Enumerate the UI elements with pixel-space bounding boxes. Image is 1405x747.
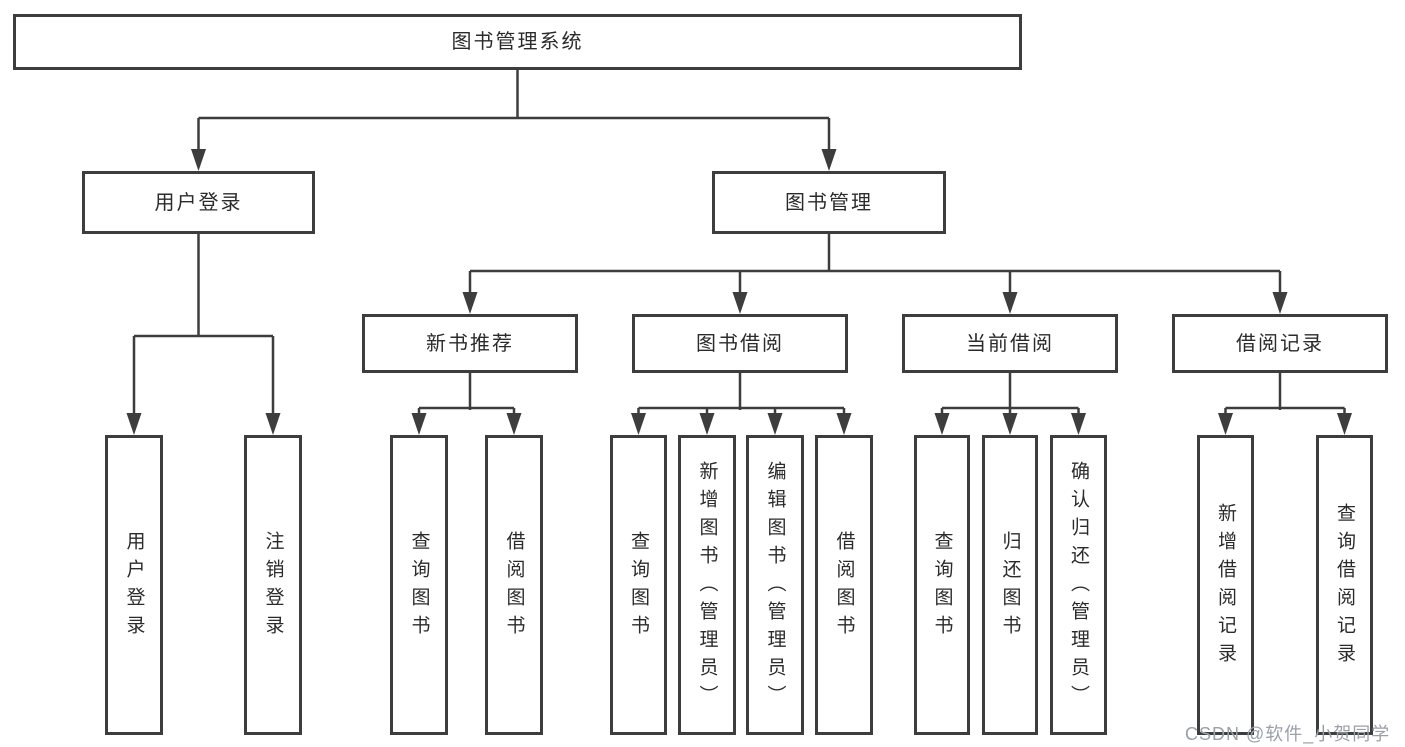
- leaf-confirm-return-admin: 确认归还（管理员）: [1050, 435, 1107, 735]
- watermark-csdn: CSDN @软件_小贺同学: [1185, 724, 1391, 744]
- node-label: 用户登录: [154, 191, 243, 214]
- node-label: 用户登录: [123, 531, 145, 643]
- node-label: 图书借阅: [696, 332, 784, 355]
- node-label: 新增图书（管理员）: [696, 461, 718, 713]
- node-label: 图书管理系统: [451, 31, 584, 53]
- leaf-borrow-books: 借阅图书: [815, 435, 873, 735]
- node-label: 查询图书: [931, 531, 953, 643]
- node-label: 新书推荐: [426, 332, 514, 355]
- node-label: 查询图书: [628, 531, 649, 643]
- node-label: 当前借阅: [966, 332, 1054, 355]
- node-label: 借阅记录: [1236, 332, 1324, 355]
- leaf-user-login: 用户登录: [105, 435, 163, 735]
- leaf-edit-books-admin: 编辑图书（管理员）: [746, 435, 804, 735]
- node-label: 查询借阅记录: [1334, 503, 1355, 671]
- leaf-logout-login: 注销登录: [244, 435, 302, 735]
- node-user-login: 用户登录: [82, 171, 315, 234]
- node-label: 图书管理: [785, 191, 873, 214]
- node-book-management: 图书管理: [712, 171, 946, 234]
- leaf-query-books-borrowing: 查询图书: [610, 435, 667, 735]
- leaf-add-books-admin: 新增图书（管理员）: [678, 435, 736, 735]
- leaf-return-books: 归还图书: [982, 435, 1038, 735]
- node-book-borrowing: 图书借阅: [632, 314, 848, 373]
- node-label: 借阅图书: [503, 531, 525, 643]
- leaf-borrow-books-recommend: 借阅图书: [485, 435, 543, 735]
- node-label: 归还图书: [999, 531, 1021, 643]
- node-label: 编辑图书（管理员）: [764, 461, 786, 713]
- node-library-management-system: 图书管理系统: [13, 14, 1022, 70]
- node-borrowing-records: 借阅记录: [1172, 314, 1388, 373]
- node-current-borrowing: 当前借阅: [902, 314, 1118, 373]
- leaf-query-books-current: 查询图书: [914, 435, 970, 735]
- leaf-query-borrow-record: 查询借阅记录: [1316, 435, 1373, 735]
- leaf-query-books-recommend: 查询图书: [390, 435, 448, 735]
- node-label: 新增借阅记录: [1215, 503, 1236, 671]
- node-label: 注销登录: [262, 531, 284, 643]
- node-label: 确认归还（管理员）: [1068, 461, 1089, 713]
- node-new-book-recommend: 新书推荐: [362, 314, 578, 373]
- node-label: 借阅图书: [833, 531, 855, 643]
- node-label: 查询图书: [408, 531, 430, 643]
- leaf-add-borrow-record: 新增借阅记录: [1197, 435, 1254, 735]
